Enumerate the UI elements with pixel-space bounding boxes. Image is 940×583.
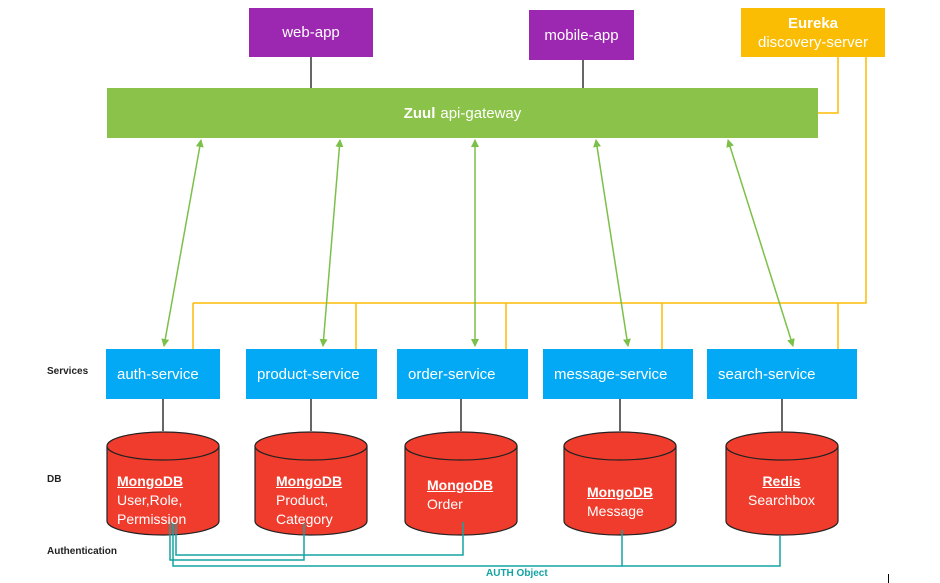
auth-object-lines [169,522,781,567]
eureka-bus-line [193,57,867,304]
auth-line-search [622,535,781,567]
db-text-order: MongoDB Order [427,476,493,514]
db-line: User,Role, [117,492,183,508]
db-name: MongoDB [276,473,343,489]
mobile-app-label: mobile-app [544,26,619,44]
row-label-authentication: Authentication [47,546,117,557]
auth-line-product [169,522,305,561]
row-label-db: DB [47,474,62,485]
eureka-title: Eureka [787,14,839,32]
service-label: search-service [718,365,816,383]
db-cylinder-message [563,431,677,536]
service-message: message-service [543,349,693,399]
service-db-lines [162,399,783,431]
db-line: Order [427,496,463,512]
service-label: message-service [554,365,668,383]
routing-arrows [161,139,795,347]
web-app-box: web-app [249,8,373,57]
service-label: order-service [408,365,496,383]
db-cylinder-auth [106,431,220,536]
service-auth: auth-service [106,349,220,399]
db-name: MongoDB [587,484,654,500]
db-text-auth: MongoDB User,Role, Permission [117,472,186,529]
eureka-gateway-line [818,57,839,114]
edge-mark [888,574,889,583]
api-gateway-box: Zuul api-gateway [107,88,818,138]
gateway-name: Zuul [403,104,436,122]
service-order: order-service [397,349,528,399]
db-text-search: Redis Searchbox [743,472,820,510]
db-text-product: MongoDB Product, Category [276,472,342,529]
auth-line-message [172,522,623,567]
gateway-label: api-gateway [440,104,522,122]
db-line: Product, [276,492,329,508]
service-label: product-service [257,365,360,383]
db-line: Permission [117,511,187,527]
route-arrow-search [726,139,795,347]
db-name: MongoDB [427,477,494,493]
eureka-discovery-box: Eureka discovery-server [741,8,885,57]
db-cylinder-order [404,431,518,536]
service-product: product-service [246,349,377,399]
auth-object-label: AUTH Object [486,568,548,579]
db-line: Searchbox [748,492,815,508]
db-line: Message [587,503,644,519]
db-cylinder-product [254,431,368,536]
route-arrow-message [593,139,631,347]
eureka-subtitle: discovery-server [757,33,869,51]
route-arrow-product [319,139,344,347]
auth-line-order [175,522,464,556]
db-cylinder-search [725,431,839,536]
web-app-label: web-app [282,24,340,41]
db-name: Redis [762,473,801,489]
db-name: MongoDB [117,473,184,489]
db-cylinders [106,431,839,536]
service-search: search-service [707,349,857,399]
db-line: Category [276,511,333,527]
mobile-app-box: mobile-app [529,10,634,60]
client-gateway-lines [310,57,584,90]
service-label: auth-service [117,365,199,383]
route-arrow-auth [161,139,204,347]
row-label-services: Services [47,366,89,377]
db-text-message: MongoDB Message [587,483,653,521]
